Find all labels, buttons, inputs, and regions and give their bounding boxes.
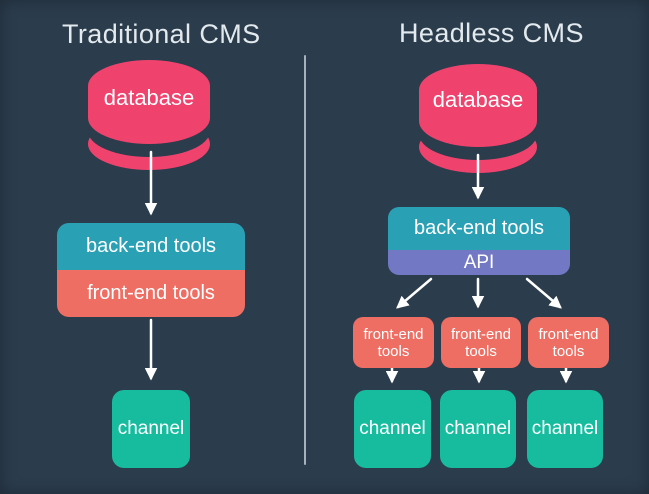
frontend-tools-box-3: front-end tools [528, 317, 609, 368]
channel-box-1: channel [354, 390, 431, 468]
cylinder-body [88, 60, 210, 144]
right-database-cylinder-icon [419, 64, 537, 173]
left-frontend-tools-box: front-end tools [57, 270, 245, 317]
left-channel-box: channel [112, 390, 190, 468]
left-backend-tools-box: back-end tools [57, 223, 245, 270]
left-tools-stack: back-end tools front-end tools [57, 223, 245, 317]
right-backend-api-stack: back-end tools API [388, 207, 570, 275]
left-panel-title: Traditional CMS [62, 19, 261, 49]
frontend-tools-box-1: front-end tools [353, 317, 434, 368]
arrow-api-to-frontend-3 [525, 277, 562, 309]
right-panel-title: Headless CMS [399, 18, 584, 48]
left-database-label: database [103, 85, 195, 110]
api-bar: API [388, 250, 570, 275]
cylinder-body [419, 64, 537, 147]
right-backend-tools-box: back-end tools [388, 207, 570, 250]
right-database-label: database [432, 87, 524, 112]
channel-box-2: channel [440, 390, 516, 468]
channel-box-3: channel [527, 390, 603, 468]
arrow-api-to-frontend-1 [396, 277, 433, 309]
left-database-cylinder-icon [88, 60, 210, 170]
frontend-tools-box-2: front-end tools [441, 317, 521, 368]
